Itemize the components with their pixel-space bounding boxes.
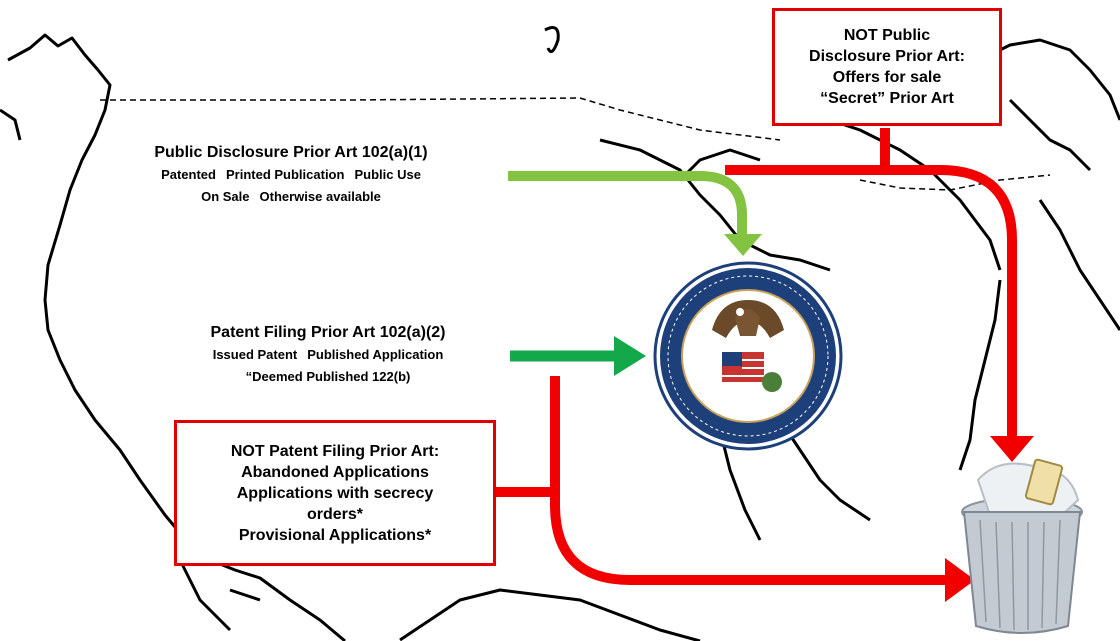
category-published-application: Published Application (307, 347, 444, 362)
uspto-seal (653, 261, 843, 451)
not-public-disclosure-line: Offers for sale (832, 69, 942, 86)
red-arrowhead-right (945, 558, 975, 602)
green-arrowhead-right (614, 336, 646, 376)
not-patent-filing-line: Applications with secrecy (236, 484, 434, 502)
not-public-disclosure-line: NOT Public (843, 27, 931, 44)
public-disclosure-label: Public Disclosure Prior Art 102(a)(1) Pa… (116, 142, 466, 208)
not-patent-filing-line: NOT Patent Filing Prior Art: (230, 442, 440, 460)
not-public-disclosure-box: NOT Public Disclosure Prior Art: Offers … (772, 8, 1002, 126)
not-patent-filing-line: Provisional Applications* (238, 526, 432, 544)
category-patented: Patented (161, 167, 216, 182)
public-disclosure-line-1: Patented Printed Publication Public Use (116, 164, 466, 186)
patent-filing-line-1: Issued Patent Published Application (152, 344, 504, 366)
not-patent-filing-line: orders* (306, 505, 364, 523)
patent-filing-label: Patent Filing Prior Art 102(a)(2) Issued… (152, 322, 504, 388)
patent-filing-title: Patent Filing Prior Art 102(a)(2) (210, 324, 446, 341)
green-arrowhead-down (724, 234, 762, 256)
category-issued-patent: Issued Patent (212, 347, 298, 362)
border-line (100, 97, 781, 141)
category-printed-publication: Printed Publication (225, 167, 345, 182)
trash-can-icon (961, 458, 1083, 634)
patent-filing-line-2: “Deemed Published 122(b) (245, 369, 411, 384)
red-arrow-abandoned-to-trash (550, 376, 945, 585)
not-patent-filing-line: Abandoned Applications (241, 463, 429, 481)
not-public-disclosure-line: Disclosure Prior Art: (809, 48, 965, 65)
category-otherwise-available: Otherwise available (259, 189, 381, 204)
border-line-east (859, 174, 1051, 191)
category-on-sale: On Sale (201, 189, 250, 204)
red-arrowhead-down (990, 436, 1034, 462)
red-arrow-secret-to-trash (725, 165, 1017, 436)
public-disclosure-line-2: On Sale Otherwise available (116, 186, 466, 208)
not-public-disclosure-line: “Secret” Prior Art (820, 90, 954, 107)
not-patent-filing-box: NOT Patent Filing Prior Art: Abandoned A… (174, 420, 496, 566)
category-public-use: Public Use (354, 167, 421, 182)
green-arrow-public-disclosure (508, 171, 747, 236)
public-disclosure-title: Public Disclosure Prior Art 102(a)(1) (154, 144, 428, 161)
